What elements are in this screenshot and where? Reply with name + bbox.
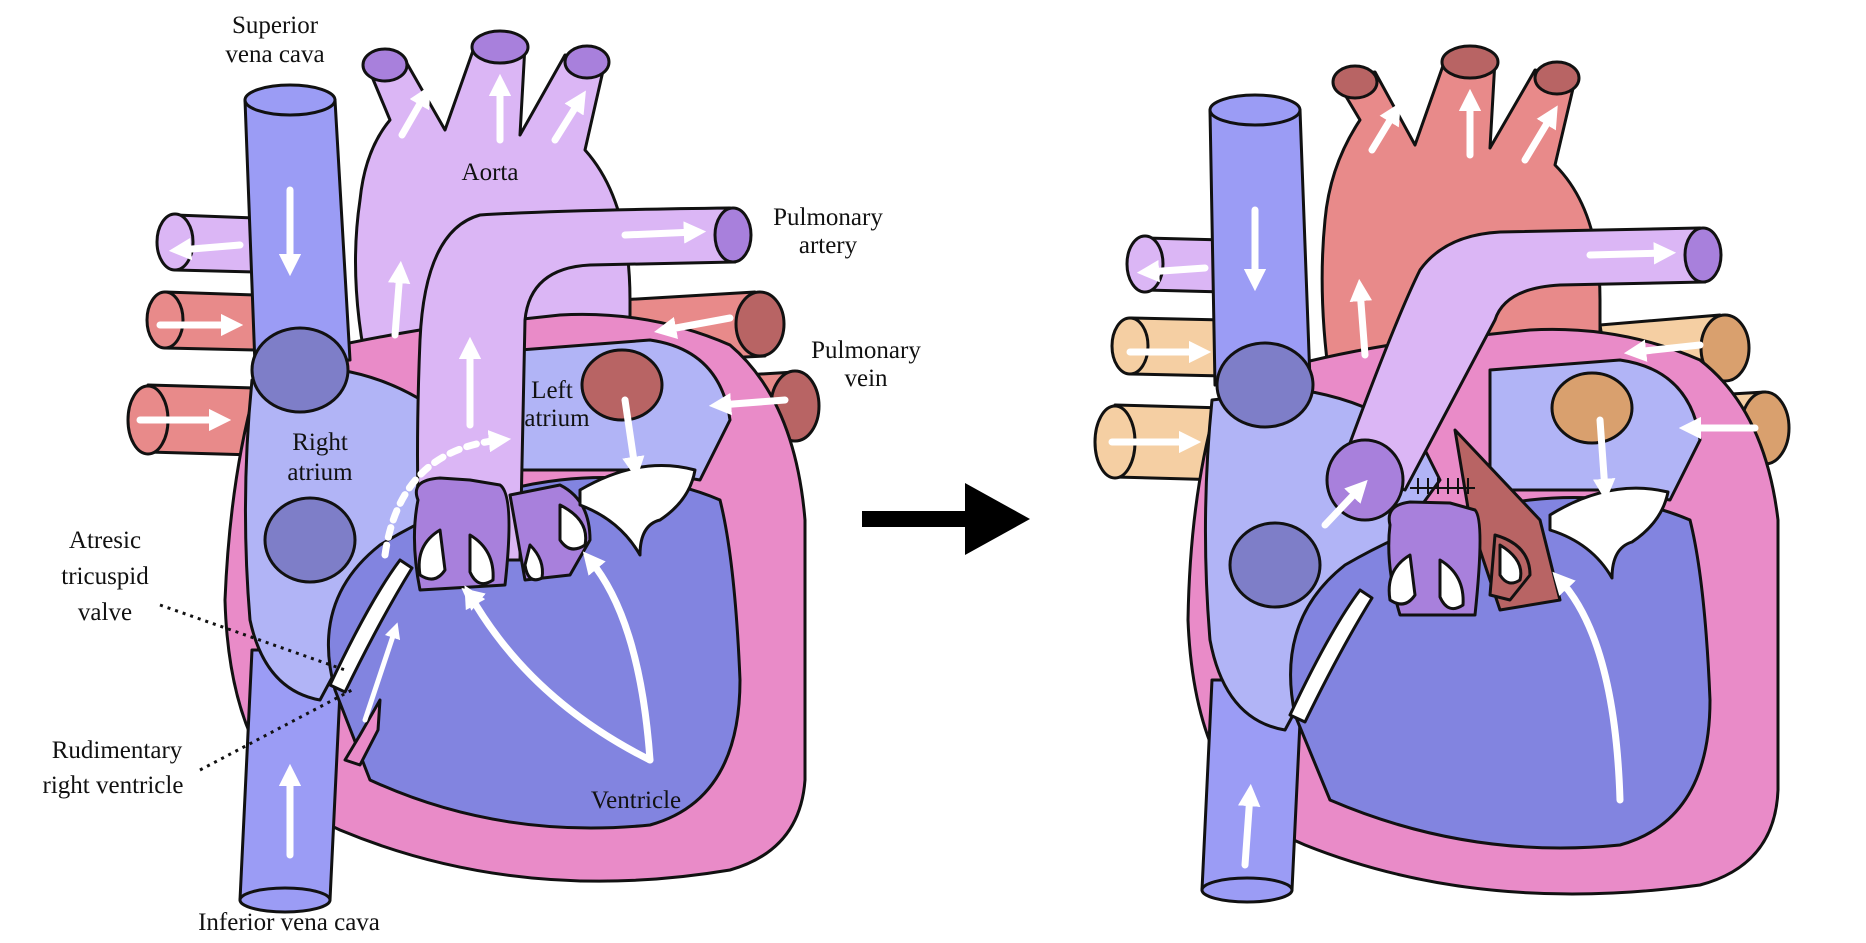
label-pulmonary-vein-2: vein <box>844 365 888 392</box>
pulmonary-artery <box>416 206 753 562</box>
ivc-opening-after <box>1228 521 1322 609</box>
rudimentary-right-ventricle <box>343 698 382 767</box>
ivc-opening <box>263 496 357 584</box>
label-atresic-2: tricuspid <box>61 563 149 590</box>
label-inferior-vena-cava: Inferior vena cava <box>198 909 380 936</box>
heart-after-surgery <box>1093 44 1791 904</box>
right-pulmonary-vein-upper <box>145 290 257 352</box>
flow-arrows-left <box>136 73 789 859</box>
suture-line <box>1410 478 1475 494</box>
mitral-valve <box>578 464 697 557</box>
leader-lines <box>159 603 353 772</box>
pulmonary-vein-opening <box>580 348 664 422</box>
tan-vein-upper <box>1110 316 1227 378</box>
label-pulmonary-artery-1: Pulmonary <box>773 204 883 231</box>
aortic-valve <box>508 483 592 582</box>
label-right-atrium-2: atrium <box>287 459 353 486</box>
label-aorta: Aorta <box>462 159 519 186</box>
flow-arrows-right <box>1108 88 1759 869</box>
label-pulmonary-vein-1: Pulmonary <box>811 337 921 364</box>
pulmonary-valve-after <box>1387 500 1482 617</box>
transition-arrow <box>862 483 1030 555</box>
label-left-atrium-1: Left <box>531 377 573 404</box>
label-pulmonary-artery-2: artery <box>799 232 858 259</box>
label-atresic-1: Atresic <box>69 527 141 554</box>
label-rudimentary-1: Rudimentary <box>52 737 183 764</box>
label-left-atrium-2: atrium <box>524 405 590 432</box>
label-atresic-3: valve <box>78 599 132 626</box>
label-rudimentary-2: right ventricle <box>43 772 184 799</box>
atresic-valve-after <box>1288 588 1374 724</box>
leader-atresic <box>159 603 346 672</box>
right-atrium <box>243 368 472 702</box>
label-superior-vena-cava-1: Superior <box>232 12 319 39</box>
aortic-root-after <box>1453 428 1562 612</box>
svc-opening <box>250 326 350 414</box>
superior-vena-cava <box>243 83 352 367</box>
mitral-valve-after <box>1548 486 1670 580</box>
pulmonary-valve <box>412 476 511 592</box>
svc-opening-after <box>1215 341 1315 429</box>
superior-vena-cava-after <box>1208 93 1312 387</box>
aortic-valve-after <box>1488 533 1532 602</box>
atresic-tricuspid-valve <box>328 558 414 694</box>
label-ventricle: Ventricle <box>591 787 681 814</box>
label-right-atrium-1: Right <box>292 429 348 456</box>
pulmonary-vein-opening-after <box>1550 371 1634 445</box>
labels-left: Superior vena cava Aorta Pulmonary arter… <box>43 12 922 936</box>
label-superior-vena-cava-2: vena cava <box>225 41 324 68</box>
pulmonary-branch-upper-right <box>1125 234 1227 294</box>
